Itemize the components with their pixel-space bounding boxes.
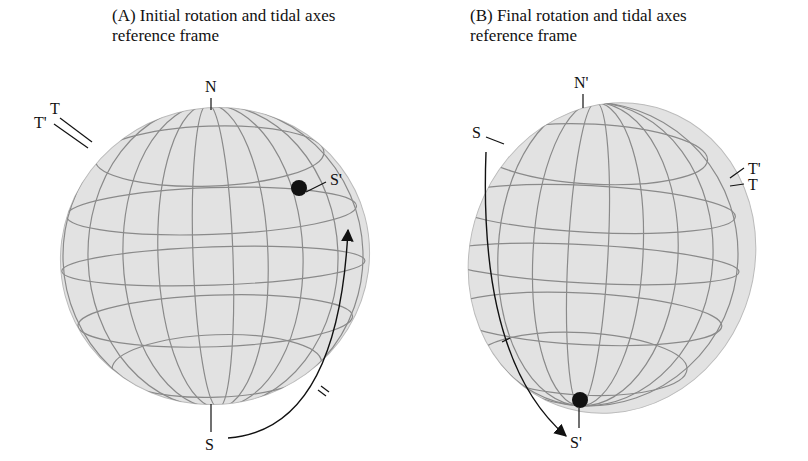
panel-title: (A) Initial rotation and tidal axes refe… — [112, 6, 362, 47]
axis-label: S' — [570, 434, 582, 452]
axis-label: T' — [34, 114, 47, 132]
pole-label: N — [205, 78, 217, 96]
globe-b — [425, 62, 799, 454]
axis-label: T — [748, 176, 758, 194]
pole-label: S — [205, 436, 214, 454]
axis-label: S' — [330, 171, 342, 189]
panel-title: (B) Final rotation and tidal axes refere… — [470, 6, 690, 47]
pole-label: N' — [574, 74, 588, 92]
axis-label: S — [472, 124, 481, 142]
axis-label: T' — [748, 160, 761, 178]
axis-label: T — [50, 100, 60, 118]
globe-a — [27, 73, 403, 439]
